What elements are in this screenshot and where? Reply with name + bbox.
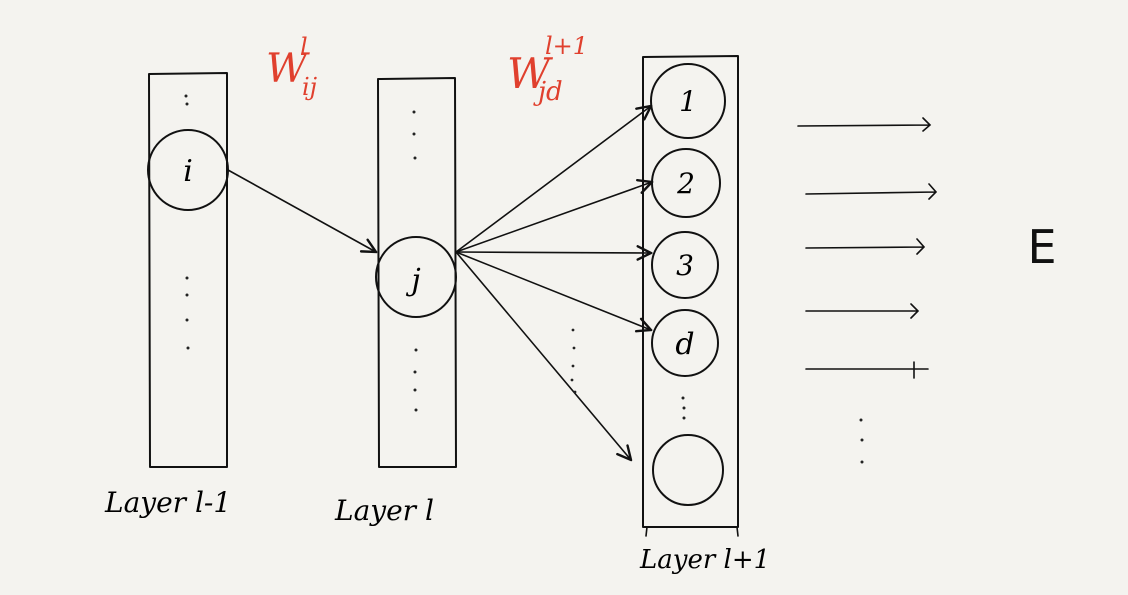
weight-w-l1-sub: jd <box>533 77 563 107</box>
layer-l-minus-1-label: Layer l-1 <box>104 486 231 519</box>
output-line-3 <box>805 238 926 255</box>
layer-l-minus-1: i Layer l-1 <box>104 72 231 519</box>
edge-j-to-2 <box>455 182 652 253</box>
layer-l-plus-1: 1 2 3 d Layer l+1 <box>639 55 770 575</box>
output-line-2 <box>805 183 938 200</box>
node-d-label: d <box>675 327 694 362</box>
node-3 <box>651 231 719 299</box>
output-line-1 <box>797 117 932 132</box>
weight-w-l1-sup: l+1 <box>545 32 588 60</box>
layer-l-box <box>377 77 457 468</box>
layer-l-minus-1-box <box>148 72 228 468</box>
weight-w-l-sub: ij <box>302 73 318 101</box>
output-line-5 <box>805 361 929 379</box>
edge-j-to-3 <box>455 252 651 253</box>
layer-l: j Layer l <box>334 77 457 527</box>
weight-w-l-sup: l <box>300 33 308 61</box>
error-label-e: E <box>1027 220 1056 274</box>
node-blank <box>652 434 724 506</box>
node-1 <box>650 63 726 139</box>
weight-label-w-l: W l ij <box>266 33 318 101</box>
output-lines <box>797 117 938 464</box>
node-j-label: j <box>405 263 420 298</box>
node-d <box>651 309 719 377</box>
node-i-label: i <box>183 154 193 189</box>
node-1-label: 1 <box>679 85 697 118</box>
node-j <box>375 236 457 318</box>
edge-j-to-blank <box>455 251 631 460</box>
edge-j-to-d <box>455 251 651 330</box>
weight-w-l1-base: W <box>507 49 554 98</box>
weight-w-l-base: W <box>266 46 310 92</box>
output-line-4 <box>805 303 920 319</box>
node-3-label: 3 <box>676 249 694 282</box>
edge-i-to-j <box>227 169 376 252</box>
layer-l-plus-1-box <box>642 55 739 528</box>
layer-l-label: Layer l <box>334 494 434 527</box>
layer-l-plus-1-label: Layer l+1 <box>639 545 770 575</box>
edge-j-to-1 <box>455 106 651 253</box>
edges <box>227 106 652 460</box>
node-2-label: 2 <box>676 167 695 200</box>
weight-label-w-l-plus-1: W l+1 jd <box>507 32 588 107</box>
